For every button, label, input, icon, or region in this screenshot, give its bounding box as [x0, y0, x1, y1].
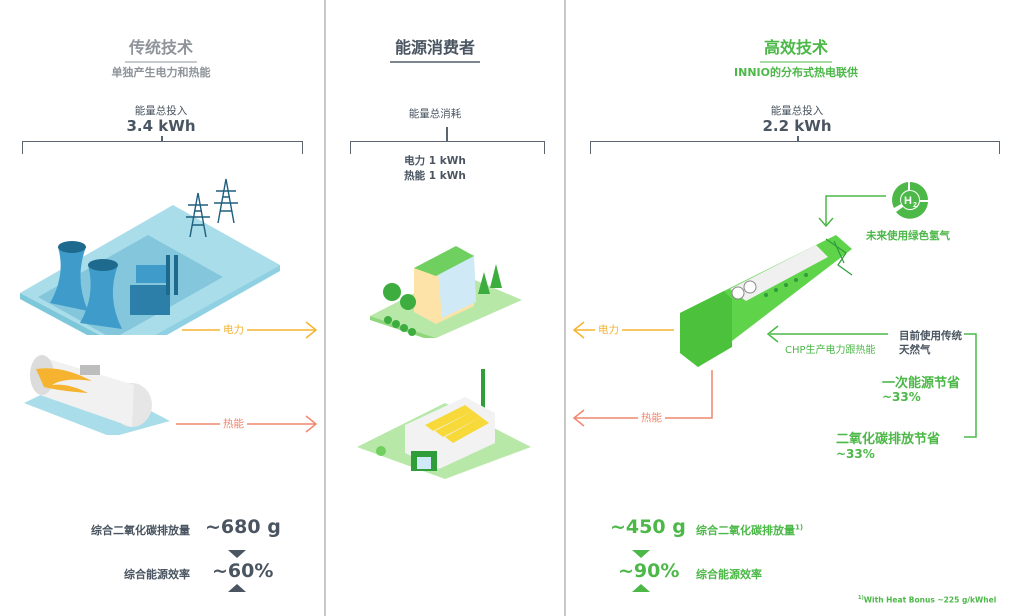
- center-heat-line: 热能 1 kWh: [404, 170, 466, 182]
- left-co2-label: 综合二氧化碳排放量: [91, 524, 190, 537]
- natural-gas-arrow: [766, 325, 977, 438]
- left-bracket-tick: [161, 136, 163, 142]
- hydrogen-icon: H 2: [892, 182, 928, 219]
- footnote-mark: 1): [858, 595, 864, 601]
- left-title: 传统技术: [125, 34, 197, 63]
- left-input-label: 能量总投入: [134, 105, 188, 117]
- right-power-arrow: [572, 321, 674, 339]
- right-input-value: 2.2 kWh: [762, 117, 832, 135]
- hydrogen-arrow: [818, 195, 886, 228]
- saving2-title: 二氧化碳排放节省: [836, 432, 941, 447]
- cooling-tower-1: [50, 241, 88, 311]
- flame: [36, 368, 92, 393]
- chp-label: CHP生产电力跟热能: [785, 345, 876, 356]
- pylon-2: [214, 178, 238, 224]
- right-up-triangle-icon: [632, 584, 650, 592]
- divider-left: [324, 0, 326, 616]
- right-eff-value: ~90%: [618, 560, 680, 582]
- right-heat-label: 热能: [638, 410, 665, 425]
- factory-block: [130, 255, 178, 315]
- saving1-value: ~33%: [882, 390, 921, 404]
- center-power-line: 电力 1 kWh: [404, 155, 466, 167]
- right-power-label: 电力: [595, 322, 622, 337]
- plant-base-side: [20, 293, 100, 335]
- chp-engine-illustration: [680, 235, 853, 367]
- left-up-triangle-icon: [228, 584, 246, 592]
- gas-label-line1: 目前使用传统: [899, 330, 962, 342]
- boiler-tank-illustration: [24, 355, 170, 435]
- right-bracket-tick: [797, 136, 799, 142]
- center-title: 能源消费者: [390, 34, 480, 63]
- left-co2-value: ~680 g: [205, 516, 281, 538]
- right-heat-arrow: [572, 370, 713, 427]
- left-eff-label: 综合能源效率: [124, 568, 190, 581]
- office-building-illustration: [370, 246, 522, 338]
- gas-label-line2: 天然气: [899, 344, 931, 356]
- right-title: 高效技术: [760, 34, 832, 63]
- svg-text:2: 2: [913, 202, 917, 209]
- right-down-triangle-icon: [632, 550, 650, 558]
- right-bracket: [590, 141, 1000, 154]
- hydrogen-label: 未来使用绿色氢气: [866, 230, 950, 242]
- factory-illustration: [357, 369, 531, 479]
- right-co2-value: ~450 g: [610, 516, 686, 538]
- divider-right: [564, 0, 566, 616]
- left-heat-arrow: [176, 415, 318, 433]
- left-bracket: [22, 141, 303, 154]
- left-down-triangle-icon: [228, 550, 246, 558]
- saving2-value: ~33%: [836, 447, 875, 461]
- right-subtitle: INNIO的分布式热电联供: [734, 66, 858, 79]
- center-consumption-label: 能量总消耗: [408, 108, 462, 120]
- footnote-text: With Heat Bonus ~225 g/kWhel: [863, 595, 997, 605]
- right-input-label: 能量总投入: [770, 105, 824, 117]
- left-heat-label: 热能: [220, 416, 247, 431]
- power-plant-illustration: [20, 178, 280, 335]
- left-eff-value: ~60%: [212, 560, 274, 582]
- left-input-value: 3.4 kWh: [126, 117, 196, 135]
- plant-base-side2: [154, 265, 280, 335]
- right-eff-label: 综合能源效率: [696, 568, 762, 581]
- left-power-arrow: [182, 321, 318, 339]
- saving1-title: 一次能源节省: [882, 376, 961, 391]
- footnote: 1)With Heat Bonus ~225 g/kWhel: [858, 595, 996, 605]
- right-co2-footnote-mark: 1): [795, 523, 804, 532]
- right-co2-label-text: 综合二氧化碳排放量: [696, 524, 795, 537]
- svg-text:H: H: [904, 195, 912, 207]
- right-co2-label: 综合二氧化碳排放量1): [696, 522, 803, 538]
- center-bracket-tick: [446, 127, 448, 141]
- left-subtitle: 单独产生电力和热能: [111, 66, 211, 79]
- pylon-1: [186, 192, 210, 238]
- left-power-label: 电力: [220, 322, 247, 337]
- center-bracket: [350, 141, 545, 154]
- cooling-tower-2: [80, 259, 122, 329]
